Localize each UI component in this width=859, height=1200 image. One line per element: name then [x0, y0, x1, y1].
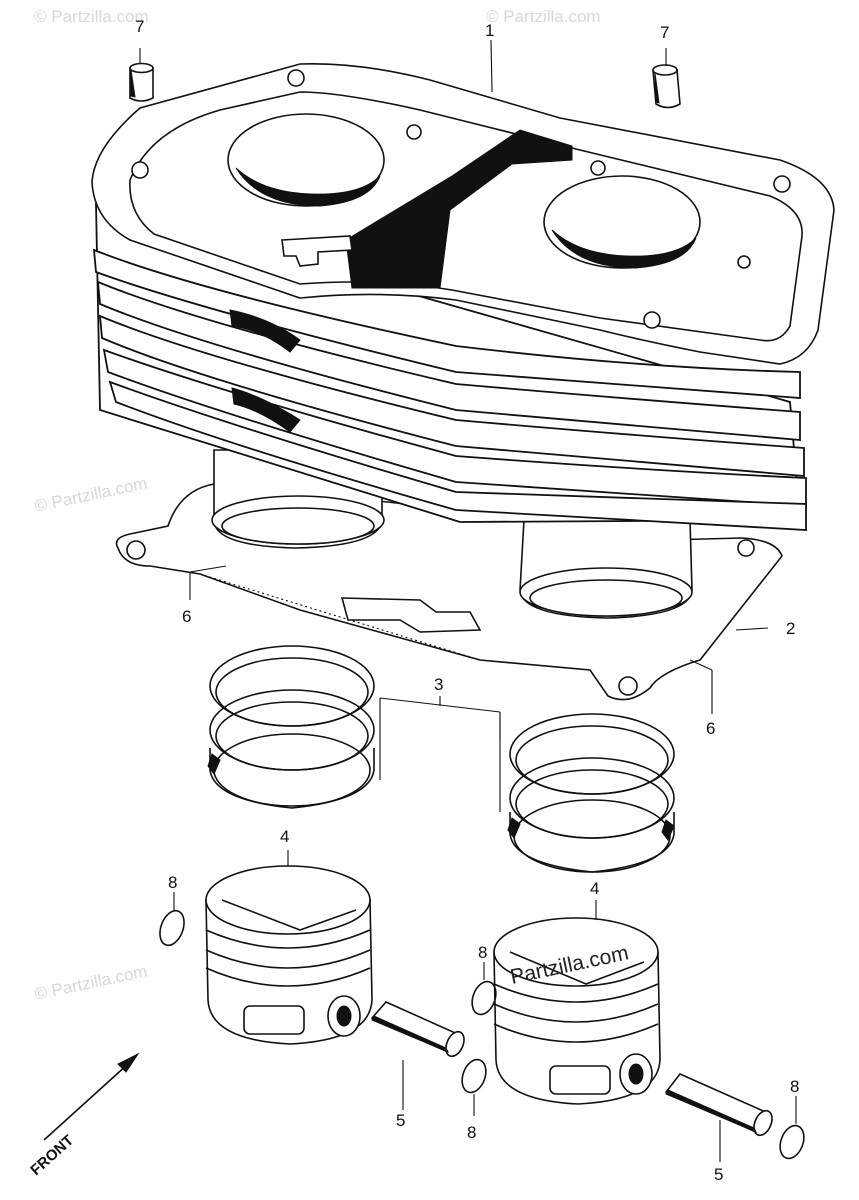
pin-clip-2 [471, 980, 497, 1016]
callout-7: 7 [660, 23, 669, 42]
piston-rings-right [507, 713, 675, 873]
pin-clip-1 [159, 909, 185, 947]
callout-8: 8 [790, 1077, 799, 1096]
cylinder-sleeves [211, 449, 693, 619]
callout-4: 4 [590, 879, 599, 898]
callout-8: 8 [467, 1123, 476, 1142]
pin-clip-4 [779, 1124, 805, 1160]
watermark-text: © Partzilla.com [34, 7, 149, 26]
callout-6: 6 [706, 719, 715, 738]
callout-labels: 7 7 1 2 3 6 6 4 4 5 5 8 8 8 8 [135, 17, 799, 1184]
callout-2: 2 [786, 619, 795, 638]
piston-left [205, 865, 373, 1045]
piston-rings-left [207, 645, 375, 809]
callout-3: 3 [434, 675, 443, 694]
cylinder-block [91, 63, 835, 531]
piston-pin-right [664, 1073, 773, 1137]
watermark-text: © Partzilla.com [33, 474, 149, 516]
piston-pin-left [370, 1001, 465, 1058]
callout-7: 7 [135, 17, 144, 36]
callout-4: 4 [280, 827, 289, 846]
callout-5: 5 [396, 1111, 405, 1130]
callout-5: 5 [714, 1165, 723, 1184]
callout-8: 8 [168, 873, 177, 892]
piston-right [493, 917, 661, 1105]
callout-1: 1 [485, 21, 494, 40]
pin-clip-3 [461, 1058, 487, 1094]
front-label: FRONT [27, 1132, 77, 1179]
dowel-pin-left [129, 62, 154, 102]
watermark-text: © Partzilla.com [33, 962, 149, 1004]
callout-8: 8 [478, 943, 487, 962]
leader-lines [139, 39, 797, 1162]
callout-6: 6 [182, 607, 191, 626]
front-direction-arrow: FRONT [27, 1052, 140, 1179]
dowel-pin-right [652, 64, 681, 109]
watermark-text: © Partzilla.com [486, 7, 601, 26]
